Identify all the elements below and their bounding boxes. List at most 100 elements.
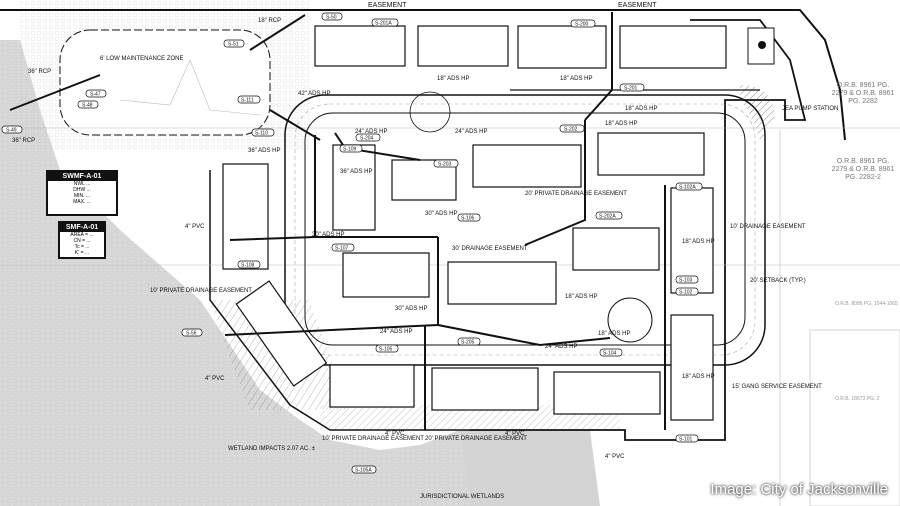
smf-legend: SMF-A-01 AREA = ... CN = ... Tc = ... K'… xyxy=(58,221,106,259)
svg-text:S-203: S-203 xyxy=(438,162,452,168)
legend-line: AREA = ... xyxy=(70,232,94,238)
wetland-impacts-label: WETLAND IMPACTS 2.07 AC. ± xyxy=(228,446,316,452)
smf-legend-title: SMF-A-01 xyxy=(60,223,104,232)
building xyxy=(670,314,714,421)
pipe-label: 24" ADS HP xyxy=(380,329,412,335)
svg-text:S-56: S-56 xyxy=(186,331,197,337)
structure-tag-s201a: S-201A xyxy=(371,18,399,27)
structure-tag-s103: S-103 xyxy=(675,275,699,284)
pipe-label: 30" ADS HP xyxy=(312,232,344,238)
orb-note: O.R.B. 8086 PG. 1044-1065 xyxy=(835,301,898,307)
swmf-legend: SWMF-A-01 NWL ... DHW ... MIN. ... MAX. … xyxy=(46,170,118,216)
svg-text:S-47: S-47 xyxy=(90,92,101,98)
svg-text:S-102: S-102 xyxy=(679,290,693,296)
cul-de-sac xyxy=(607,297,653,343)
structure-tag-s202: S-202 xyxy=(559,124,585,133)
road-loop-outer xyxy=(284,94,766,366)
structure-tag-s105a: S-105A xyxy=(351,465,377,474)
jurisdictional-wetland-area xyxy=(460,430,600,506)
property-line xyxy=(0,9,846,141)
pipe-label: 18" ADS HP xyxy=(560,76,592,82)
building xyxy=(447,261,557,305)
building xyxy=(332,144,376,231)
pipe-label: 36" ADS HP xyxy=(248,148,280,154)
structure-tag-s205: S-205 xyxy=(457,337,481,346)
road-loop-inner xyxy=(304,112,746,346)
legend-line: Tc = ... xyxy=(74,244,90,250)
legend-line: MIN. ... xyxy=(73,193,91,199)
structure-tag-s201: S-201 xyxy=(619,83,645,92)
building xyxy=(597,132,705,176)
pipe-label: 18" RCP xyxy=(258,18,281,24)
easement-label: EASEMENT xyxy=(368,2,407,9)
building xyxy=(342,252,430,298)
wetland-area-texture xyxy=(0,40,470,506)
structure-tag-s204: S-204 xyxy=(355,133,381,142)
low-maintenance-zone-label: 6' LOW MAINTENANCE ZONE xyxy=(100,56,184,62)
structure-tag-s108: S-108 xyxy=(237,260,261,269)
svg-text:S-202A: S-202A xyxy=(599,214,616,220)
structure-tag-s202a: S-202A xyxy=(595,211,623,220)
svg-text:S-103: S-103 xyxy=(679,278,693,284)
svg-text:S-105: S-105 xyxy=(379,347,393,353)
pipe-label: 36" ADS HP xyxy=(340,169,372,175)
pump-station-label: JEA PUMP STATION xyxy=(782,106,838,112)
svg-text:S-109: S-109 xyxy=(343,147,357,153)
private-drainage-easement-label: 10' PRIVATE DRAINAGE EASEMENT xyxy=(322,436,424,442)
structure-tag-s47: S-47 xyxy=(85,89,107,98)
pipe-label: 4" PVC xyxy=(185,224,205,230)
svg-text:S-106: S-106 xyxy=(461,216,475,222)
pipe-labels: 18" RCP 36" RCP 36" RCP 42" ADS HP 36" A… xyxy=(12,18,714,460)
legend-line: MAX. ... xyxy=(73,199,91,205)
building xyxy=(619,25,727,69)
svg-text:S-202: S-202 xyxy=(564,127,578,133)
structure-tag-s203: S-203 xyxy=(433,159,459,168)
storm-pipes xyxy=(9,12,760,430)
structure-tag-s110: S-110 xyxy=(251,128,275,137)
pump-station-hatch xyxy=(740,85,775,140)
orb-notes: O.R.B. 8086 PG. 1044-1065 O.R.B. 18673 P… xyxy=(835,301,898,402)
svg-text:S-101: S-101 xyxy=(679,437,693,443)
structure-tag-s107: S-107 xyxy=(331,243,355,252)
building xyxy=(222,163,269,270)
pipe-label: 4" PVC xyxy=(605,454,625,460)
structure-tag-s101: S-101 xyxy=(675,434,699,443)
structure-tag-s48: S-48 xyxy=(77,100,99,109)
pipe-label: 42" ADS HP xyxy=(298,91,330,97)
orb-note: O.R.B. 18673 PG. 2 xyxy=(835,396,880,402)
building xyxy=(472,144,582,188)
pipe-label: 30" ADS HP xyxy=(395,306,427,312)
swmf-legend-title: SWMF-A-01 xyxy=(48,172,116,181)
building xyxy=(517,25,607,69)
building xyxy=(314,25,406,67)
structure-tag-s51: S-51 xyxy=(223,39,245,48)
legend-line: K' = ... xyxy=(74,250,90,256)
pipe-label: 24" ADS HP xyxy=(545,344,577,350)
svg-text:S-104: S-104 xyxy=(603,351,617,357)
svg-text:S-105A: S-105A xyxy=(355,468,372,474)
structure-tag-s106: S-106 xyxy=(457,213,481,222)
structure-tag-s102: S-102 xyxy=(675,287,699,296)
legend-line: NWL ... xyxy=(73,181,91,187)
pipe-label: 18" ADS HP xyxy=(598,331,630,337)
svg-text:S-48: S-48 xyxy=(82,103,93,109)
svg-text:S-110: S-110 xyxy=(255,131,268,137)
orb-note: O.R.B. 8961 PG. 2279 & O.R.B. 8961 PG. 2… xyxy=(831,82,895,105)
private-drainage-easement-label: 10' PRIVATE DRAINAGE EASEMENT xyxy=(150,288,252,294)
stormwater-pond xyxy=(59,29,271,136)
gang-service-easement-label: 15' GANG SERVICE EASEMENT xyxy=(732,384,822,390)
building xyxy=(553,371,661,415)
svg-text:S-201: S-201 xyxy=(624,86,638,92)
building xyxy=(670,187,714,294)
pipe-label: 24" ADS HP xyxy=(355,129,387,135)
pipe-label: 24" ADS HP xyxy=(455,129,487,135)
pipe-label: 18" ADS HP xyxy=(682,374,714,380)
legend-line: CN = ... xyxy=(73,238,91,244)
pipe-label: 36" RCP xyxy=(12,138,35,144)
svg-text:S-107: S-107 xyxy=(335,246,349,252)
easement-label: EASEMENT xyxy=(618,2,657,9)
svg-text:S-49: S-49 xyxy=(6,128,17,134)
svg-text:S-50: S-50 xyxy=(326,15,337,21)
structure-tags: S-50 S-51 S-47 S-48 S-49 S-111 S-110 S-2… xyxy=(1,12,703,474)
